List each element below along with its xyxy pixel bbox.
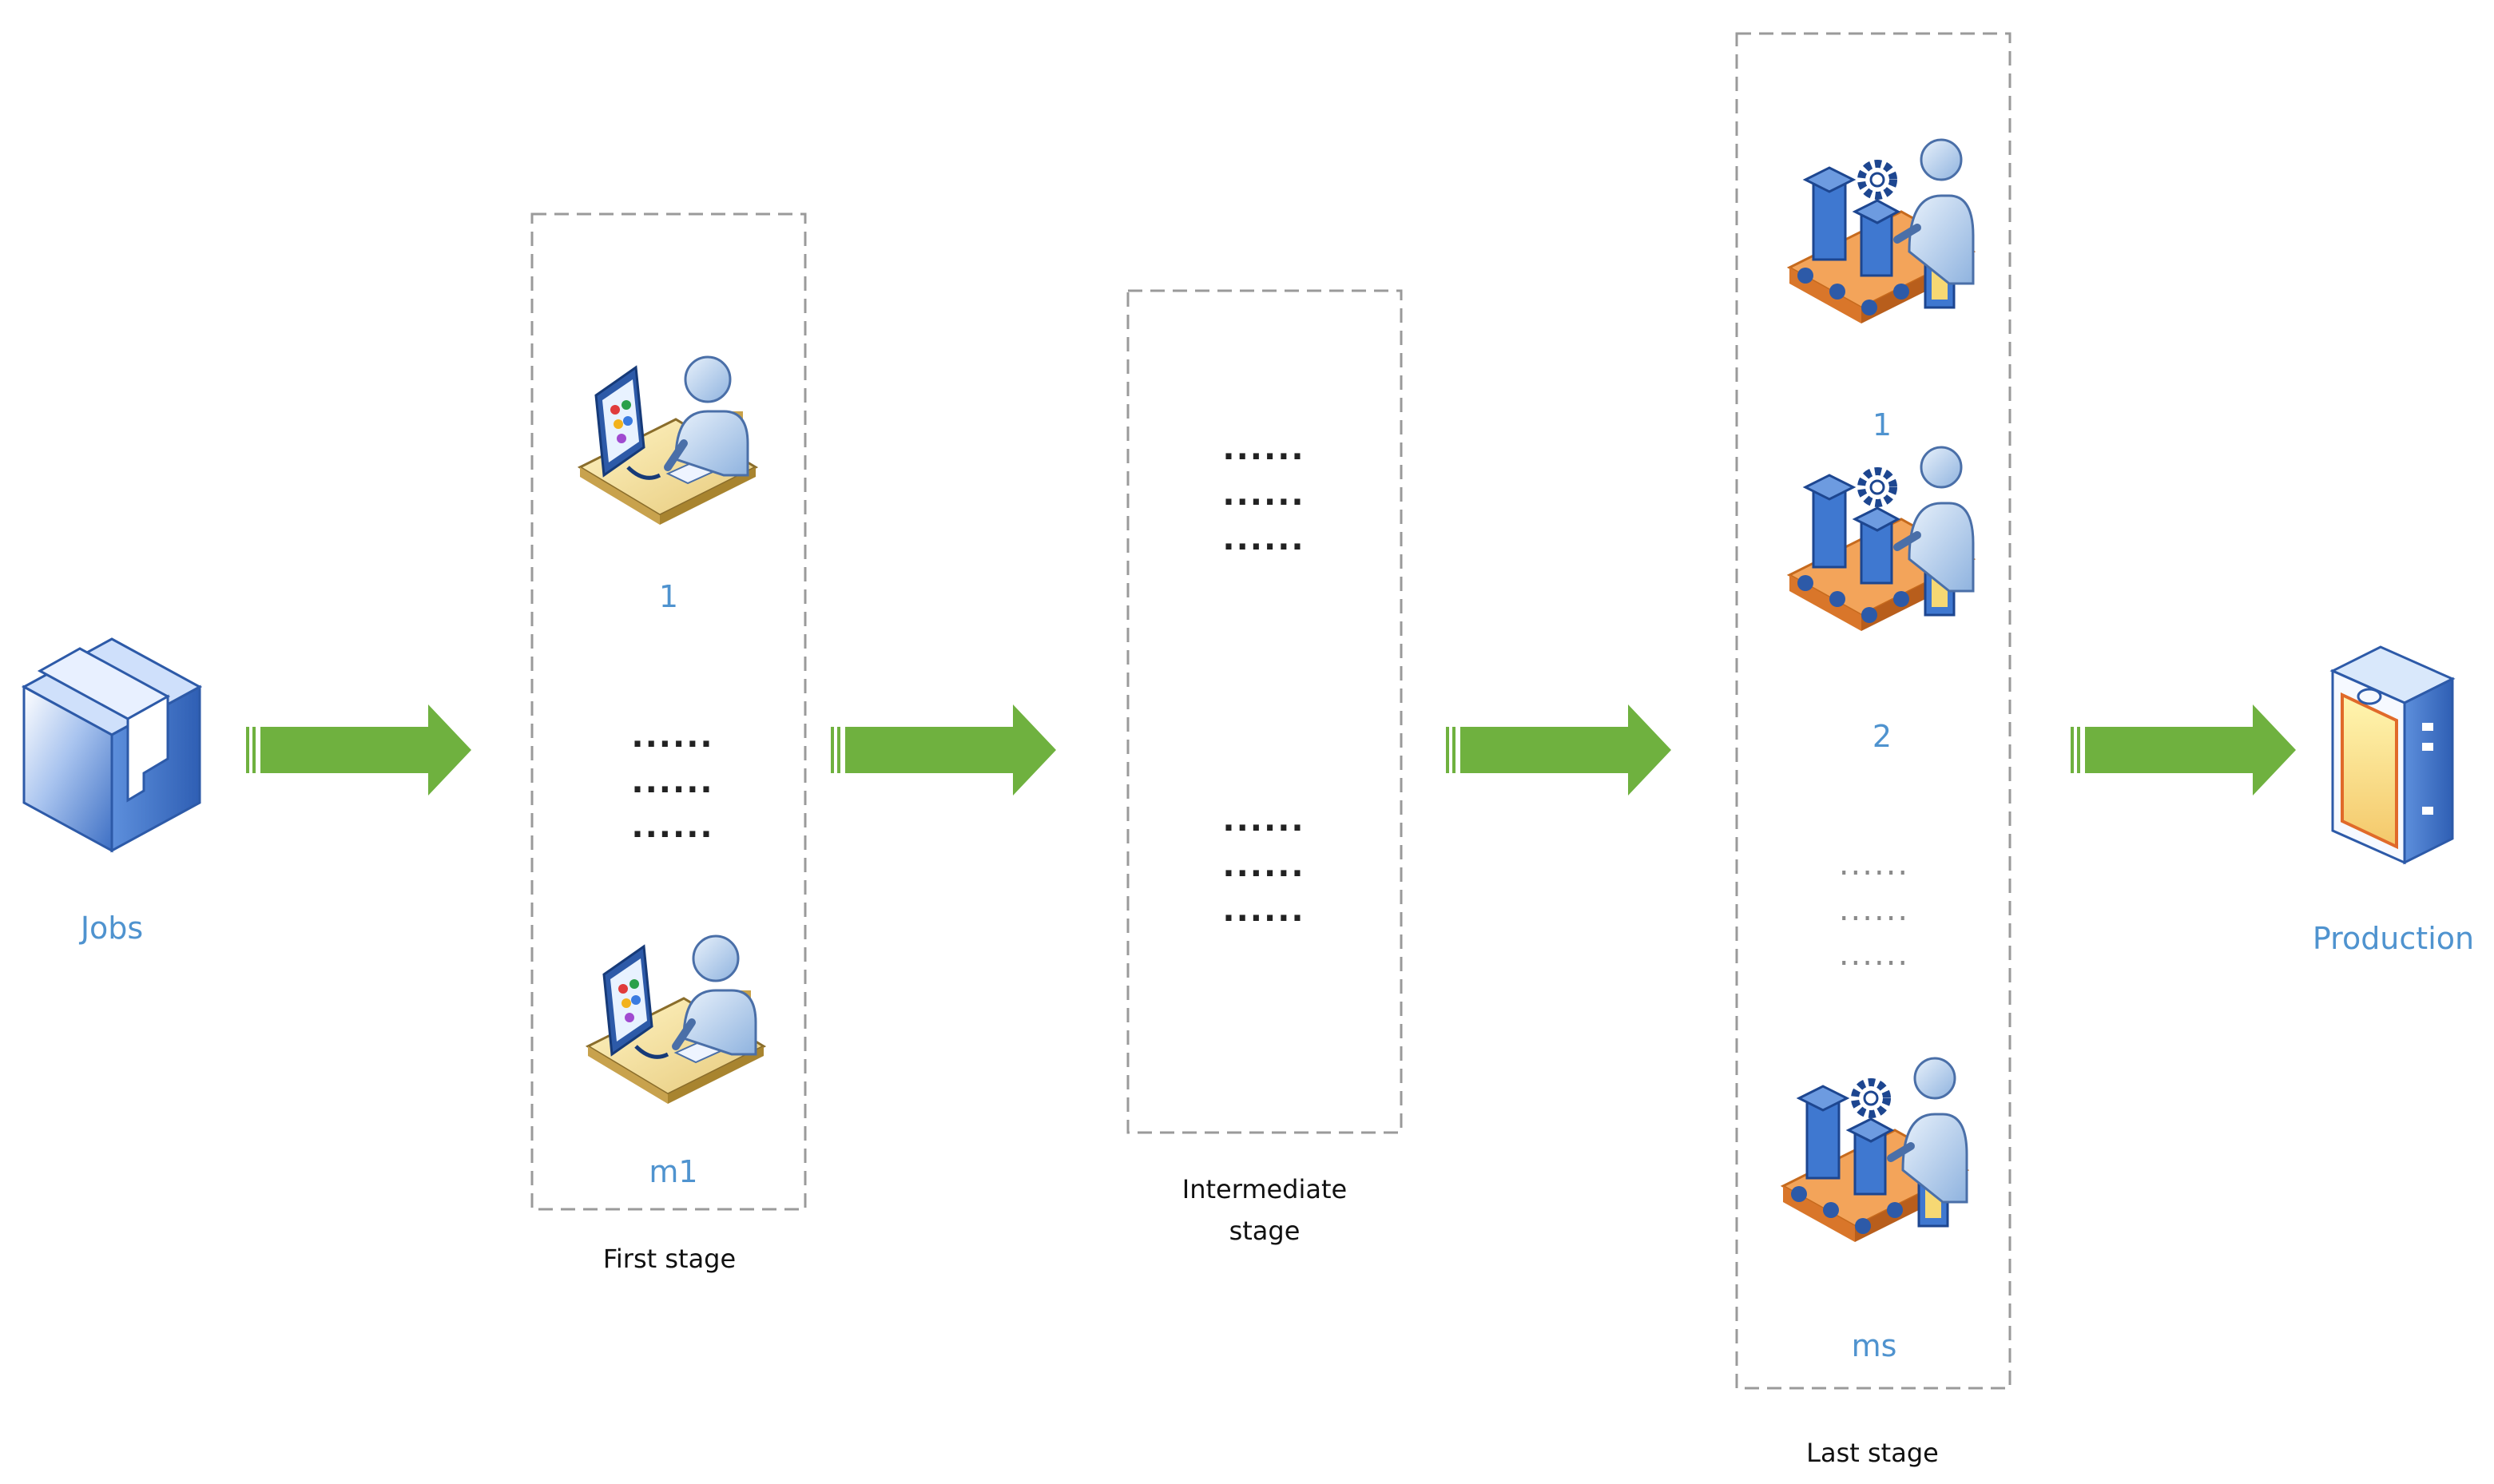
assembly-line-worker-icon [1789,447,1973,631]
intermediate-stage-box [1126,289,1403,1134]
package-box-icon [21,637,203,853]
production-node: Production [2313,645,2474,956]
first-stage-ellipsis-2: ...... [631,764,713,800]
designer-workstation-icon [580,357,756,525]
intermediate-ellipsis-6: ...... [1222,892,1305,929]
intermediate-stage: ...... ...... ...... ...... ...... .....… [1126,289,1403,1246]
assembly-line-worker-icon [1783,1058,1967,1242]
product-package-icon [2329,645,2456,865]
intermediate-ellipsis-5: ...... [1222,847,1305,884]
last-stage-machine-label-1: 1 [1872,407,1892,442]
intermediate-caption-line-1: Intermediate [1182,1174,1347,1204]
intermediate-ellipsis-4: ...... [1222,802,1305,839]
jobs-node: Jobs [21,637,203,946]
flow-arrow-1 [246,704,471,796]
last-stage-box [1735,32,2011,1390]
production-label: Production [2313,921,2474,956]
first-stage-caption: First stage [603,1244,736,1274]
last-stage-ellipsis-1: ...... [1839,846,1909,883]
first-stage-ellipsis-3: ...... [631,808,713,845]
first-stage-machine-label-1: 1 [659,579,678,614]
flow-arrow-3 [1446,704,1671,796]
intermediate-caption-line-2: stage [1229,1216,1301,1246]
flow-arrow-4 [2071,704,2296,796]
intermediate-ellipsis-1: ...... [1222,431,1305,467]
intermediate-ellipsis-3: ...... [1222,521,1305,557]
last-stage-caption: Last stage [1806,1438,1939,1468]
first-stage-box [530,212,807,1211]
last-stage-machine-label-2: 2 [1872,719,1892,754]
flow-arrow-2 [831,704,1056,796]
intermediate-ellipsis-2: ...... [1222,476,1305,513]
assembly-line-worker-icon [1789,140,1973,323]
last-stage-ellipsis-3: ...... [1839,936,1909,973]
first-stage-ellipsis-1: ...... [631,718,713,755]
jobs-label: Jobs [79,911,143,946]
last-stage-machine-label-ms: ms [1852,1328,1897,1363]
first-stage-machine-label-m1: m1 [649,1154,697,1189]
last-stage: 1 2 ...... ...... ...... ms Last stage [1735,32,2011,1468]
last-stage-ellipsis-2: ...... [1839,891,1909,928]
first-stage: 1 ...... ...... ...... m1 First stage [530,212,807,1274]
designer-workstation-icon [588,936,764,1104]
